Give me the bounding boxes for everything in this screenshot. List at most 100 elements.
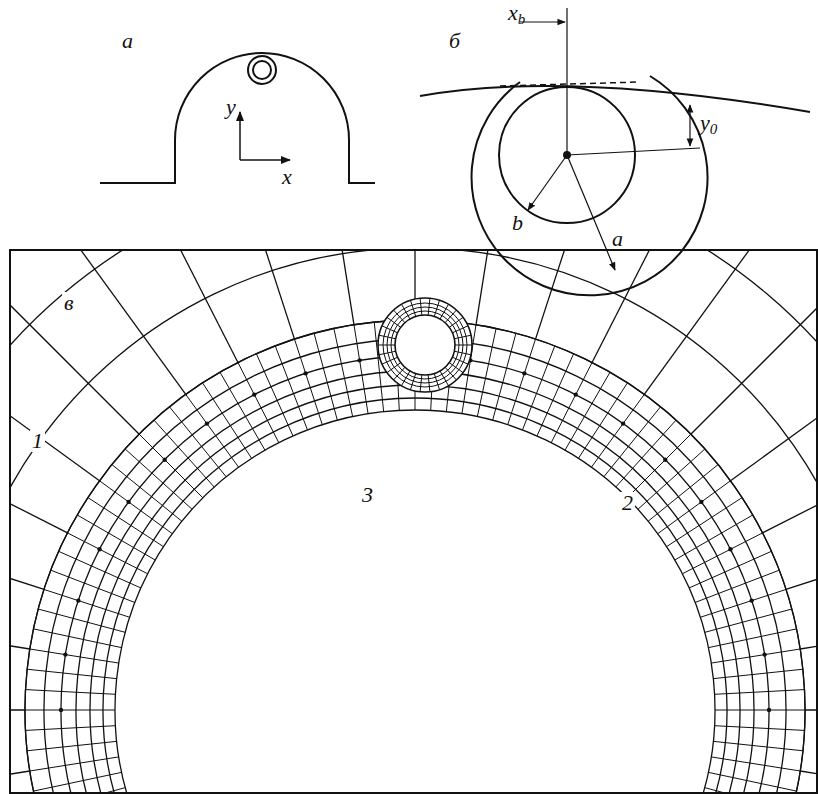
mesh-line — [452, 326, 468, 333]
mesh-line — [11, 771, 30, 794]
mesh-line — [420, 375, 422, 392]
mesh-line — [11, 709, 25, 710]
mesh-line — [378, 345, 395, 346]
mesh-line — [238, 363, 279, 443]
mesh-line — [508, 339, 536, 425]
mesh-line — [604, 407, 661, 477]
mesh-line — [383, 303, 467, 387]
mesh-line — [77, 515, 155, 560]
mesh-line — [90, 385, 740, 794]
mesh-line — [695, 570, 779, 602]
mesh-line — [243, 251, 354, 325]
mesh-line — [574, 392, 578, 396]
mesh-line — [454, 335, 471, 339]
mesh-line — [434, 374, 439, 390]
label: 2 — [620, 492, 635, 514]
mesh-line — [126, 500, 130, 504]
mesh-line — [51, 570, 135, 602]
mesh-line — [708, 629, 796, 648]
mesh-line — [357, 358, 361, 362]
label: 1 — [30, 430, 45, 452]
mesh-line — [103, 398, 727, 794]
mesh-line — [394, 367, 405, 380]
mesh-line — [186, 394, 239, 467]
mesh-line — [454, 351, 471, 355]
mesh-line — [220, 372, 265, 450]
mesh-line — [591, 394, 644, 467]
mesh-line — [663, 457, 667, 461]
mesh-line — [38, 609, 125, 632]
mesh-line — [621, 421, 625, 425]
mesh-line — [63, 652, 67, 656]
mesh-line — [715, 690, 805, 695]
label: 3 — [360, 484, 375, 506]
mesh-line — [97, 547, 101, 551]
mesh-line — [11, 251, 818, 794]
mesh-line — [705, 788, 792, 794]
mesh-line — [378, 298, 472, 392]
mesh-line — [689, 551, 771, 588]
mesh-line — [256, 354, 293, 436]
mesh-line — [88, 498, 163, 547]
mesh-line — [445, 310, 456, 323]
mesh-line — [76, 371, 754, 794]
mesh-line — [420, 298, 422, 315]
mesh-line — [139, 434, 203, 498]
mesh-line — [523, 346, 555, 430]
mesh-line — [314, 333, 337, 420]
mesh-line — [61, 356, 769, 794]
mesh-line — [711, 757, 800, 771]
mesh-line — [26, 690, 116, 695]
label: x — [282, 166, 292, 188]
mesh-line — [379, 335, 396, 339]
mesh-line — [428, 298, 430, 315]
label: a — [612, 228, 623, 250]
mesh-line — [354, 325, 368, 414]
mesh-line — [394, 310, 405, 323]
mesh-line — [11, 251, 186, 394]
mesh-line — [38, 788, 125, 794]
mesh-line — [112, 465, 182, 522]
label: в — [62, 292, 76, 314]
mesh-line — [11, 251, 99, 481]
mesh-line — [592, 251, 818, 363]
mesh-line — [26, 726, 116, 731]
mesh-line — [11, 251, 818, 794]
mesh-line — [170, 407, 227, 477]
mesh — [11, 251, 818, 794]
mesh-line — [395, 315, 455, 375]
mesh-line — [675, 515, 753, 560]
label: y0 — [700, 112, 717, 137]
mesh-line — [27, 741, 117, 750]
mesh-line — [449, 363, 463, 373]
label: y — [226, 96, 236, 118]
mesh-line — [25, 710, 115, 711]
mesh-line — [493, 333, 516, 420]
mesh-line — [536, 251, 755, 339]
mesh-line — [154, 420, 214, 487]
mesh-line — [638, 449, 705, 509]
mesh-line — [786, 370, 818, 589]
label: b — [512, 212, 523, 234]
mesh-line — [402, 371, 411, 386]
mesh-line — [449, 317, 463, 327]
mesh-line — [522, 371, 526, 375]
mesh-line — [700, 589, 786, 617]
mesh-line — [728, 547, 732, 551]
mesh-line — [805, 709, 818, 710]
mesh-line — [11, 251, 238, 363]
mesh-line — [440, 304, 449, 319]
mesh-line — [382, 357, 398, 364]
mesh-line — [11, 251, 818, 794]
mesh-line — [455, 345, 472, 346]
mesh-line — [800, 771, 818, 794]
mesh-line — [34, 629, 122, 648]
mesh-line — [578, 383, 627, 458]
label: б — [449, 30, 460, 52]
mesh-line — [68, 533, 148, 574]
mesh-line — [115, 410, 715, 794]
mesh-line — [682, 533, 762, 574]
mesh-line — [11, 251, 139, 434]
